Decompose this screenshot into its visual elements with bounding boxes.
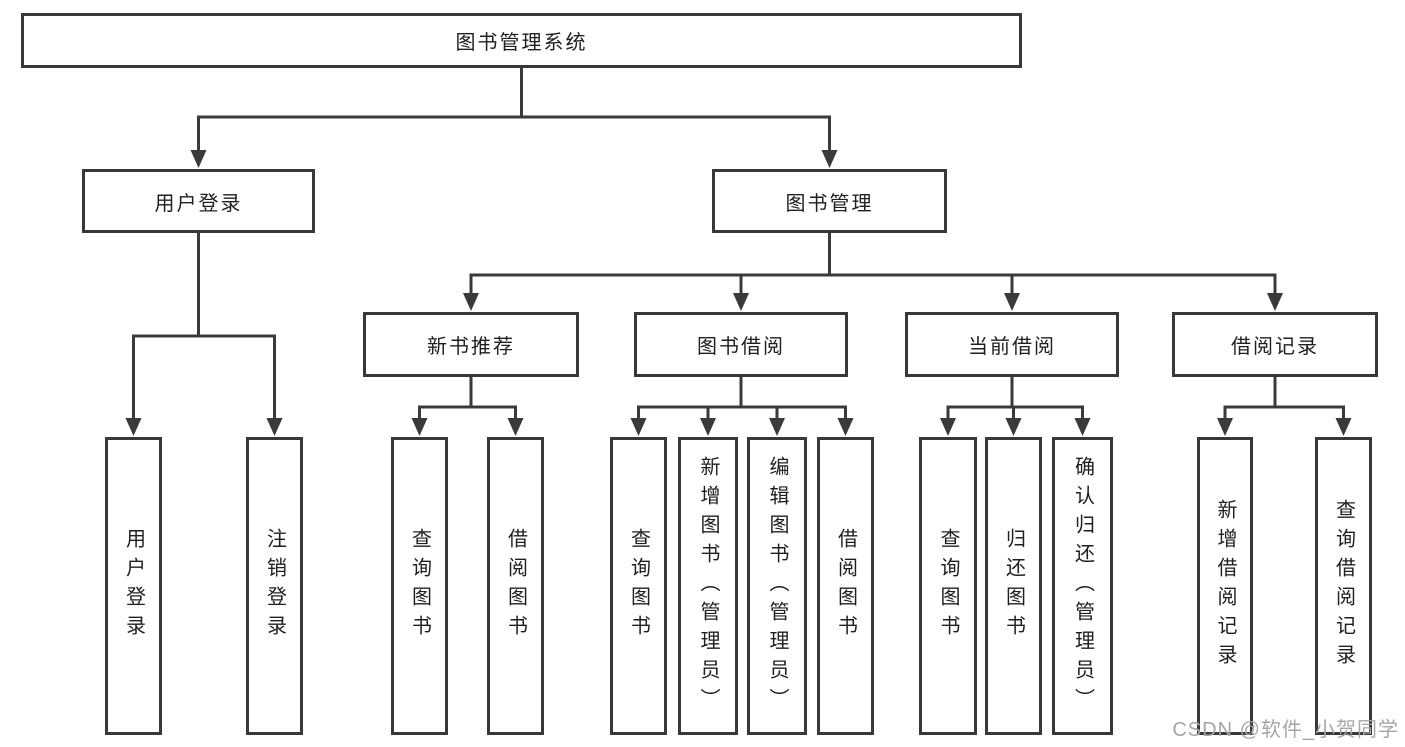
leaf-query-books-current: 查询图书 [919, 437, 977, 735]
leaf-add-book-admin: 新增图书（管理员） [678, 437, 738, 735]
leaf-edit-book-admin: 编辑图书（管理员） [747, 437, 807, 735]
leaf-return-book: 归还图书 [985, 437, 1042, 735]
leaf-query-borrow-record-label: 查询借阅记录 [1332, 499, 1355, 673]
node-root: 图书管理系统 [21, 13, 1022, 68]
leaf-borrow-books-rec-label: 借阅图书 [504, 528, 527, 644]
leaf-add-borrow-record-label: 新增借阅记录 [1214, 499, 1236, 673]
node-borrow-records: 借阅记录 [1172, 312, 1378, 377]
leaf-user-login-label: 用户登录 [122, 528, 145, 644]
leaf-edit-book-admin-label: 编辑图书（管理员） [766, 455, 788, 717]
node-current-borrow: 当前借阅 [905, 312, 1119, 377]
node-book-mgmt: 图书管理 [712, 169, 947, 233]
leaf-confirm-return-admin: 确认归还（管理员） [1052, 437, 1113, 735]
leaf-confirm-return-admin-label: 确认归还（管理员） [1071, 455, 1094, 717]
node-book-borrow: 图书借阅 [634, 312, 848, 377]
leaf-query-books-current-label: 查询图书 [937, 528, 959, 644]
leaf-add-borrow-record: 新增借阅记录 [1197, 437, 1253, 735]
leaf-query-books-borrow-label: 查询图书 [627, 528, 650, 644]
arrowheads [125, 150, 1352, 436]
leaf-logout: 注销登录 [246, 437, 303, 735]
leaf-query-borrow-record: 查询借阅记录 [1315, 437, 1372, 735]
leaf-user-login: 用户登录 [105, 437, 162, 735]
leaf-query-books-borrow: 查询图书 [610, 437, 667, 735]
leaf-query-books-rec: 查询图书 [391, 437, 448, 735]
leaf-logout-label: 注销登录 [263, 528, 286, 644]
node-new-book-rec: 新书推荐 [363, 312, 579, 377]
leaf-borrow-books: 借阅图书 [817, 437, 874, 735]
leaf-add-book-admin-label: 新增图书（管理员） [697, 455, 719, 717]
watermark: CSDN @软件_小贺同学 [1172, 719, 1399, 741]
node-user-login: 用户登录 [82, 169, 315, 233]
leaf-borrow-books-rec: 借阅图书 [487, 437, 544, 735]
leaf-query-books-rec-label: 查询图书 [408, 528, 431, 644]
leaf-return-book-label: 归还图书 [1002, 528, 1025, 644]
leaf-borrow-books-label: 借阅图书 [834, 528, 857, 644]
